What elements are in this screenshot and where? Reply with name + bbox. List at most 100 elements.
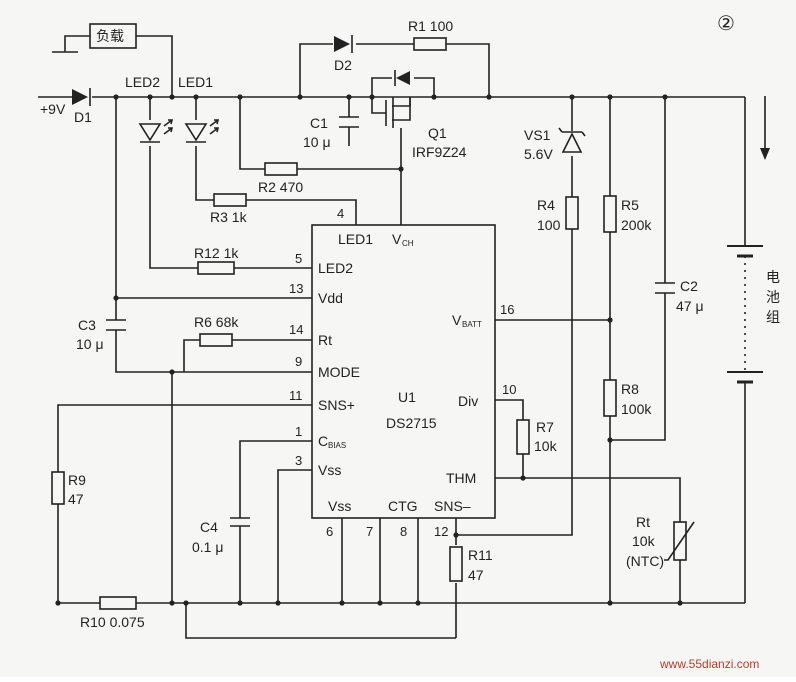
- battery-label-1: 电: [766, 269, 780, 285]
- pin-num-vdd: 13: [289, 281, 303, 296]
- rt-ref-label: Rt: [636, 514, 650, 530]
- resistor-r10: [99, 596, 137, 610]
- r4-val-label: 100: [537, 217, 561, 233]
- pin-num-led2: 5: [295, 251, 302, 266]
- pin-cbias-sub: BIAS: [328, 441, 346, 450]
- pin-num-vbatt: 16: [500, 302, 514, 317]
- resistor-r3: [213, 193, 247, 207]
- pin-vch: V: [392, 231, 402, 247]
- r7-val-label: 10k: [534, 438, 558, 454]
- ic-ref-label: U1: [398, 389, 416, 405]
- capacitor-c1: [339, 116, 359, 128]
- resistor-r2: [264, 162, 298, 176]
- pin-num-led1: 4: [337, 206, 344, 221]
- r5-ref-label: R5: [621, 197, 639, 213]
- pin-sns-plus: SNS+: [318, 397, 355, 413]
- c2-ref-label: C2: [680, 278, 698, 294]
- diode-d2: [334, 35, 353, 53]
- figure-number: ②: [717, 13, 735, 35]
- r6-label: R6 68k: [194, 314, 239, 330]
- pin-vbatt: V: [452, 312, 462, 328]
- pin-vdd: Vdd: [318, 290, 343, 306]
- pin-cbias: C: [318, 433, 328, 449]
- resistor-r1: [413, 37, 447, 51]
- pin-num-sns-minus: 8: [400, 524, 407, 539]
- pin-num-sns-plus: 11: [289, 388, 303, 403]
- wires: [38, 35, 746, 639]
- pin-ctg: CTG: [388, 498, 418, 514]
- c3-val-label: 10 μ: [76, 336, 104, 352]
- led2-label: LED2: [125, 74, 160, 90]
- resistor-r5: [603, 195, 617, 233]
- led1-label: LED1: [178, 74, 213, 90]
- pin-led1: LED1: [338, 231, 373, 247]
- r12-label: R12 1k: [194, 245, 239, 261]
- pin-thm: THM: [446, 470, 476, 486]
- r9-val-label: 47: [68, 491, 84, 507]
- supply-label: +9V: [40, 101, 66, 117]
- pin-num-mode: 9: [295, 354, 302, 369]
- pin-vss: Vss: [318, 462, 341, 478]
- pin-vss-b: Vss: [328, 498, 351, 514]
- d2-label: D2: [334, 57, 352, 73]
- vs1-val-label: 5.6V: [524, 146, 553, 162]
- capacitor-c2: [655, 282, 675, 294]
- battery-label-2: 池: [766, 289, 780, 305]
- vs1-ref-label: VS1: [524, 127, 551, 143]
- ic-part-label: DS2715: [386, 415, 437, 431]
- r10-label: R10 0.075: [80, 614, 145, 630]
- watermark: www.55dianzi.com: [659, 657, 759, 671]
- d1-label: D1: [74, 109, 92, 125]
- battery-pack: [727, 245, 763, 384]
- ic-u1: [311, 224, 496, 519]
- load-box: [89, 23, 137, 49]
- pin-vch-sub: CH: [402, 239, 414, 248]
- current-arrow-icon: [760, 96, 770, 160]
- pin-sns-minus: SNS–: [434, 498, 471, 514]
- c4-val-label: 0.1 μ: [192, 539, 223, 555]
- r4-ref-label: R4: [537, 197, 555, 213]
- r8-val-label: 100k: [621, 401, 652, 417]
- pin-num-cbias: 1: [295, 424, 302, 439]
- resistor-r12: [197, 261, 235, 275]
- battery-label-3: 组: [766, 309, 780, 325]
- pin-num-rt: 14: [289, 322, 303, 337]
- r3-label: R3 1k: [210, 209, 248, 225]
- pin-div: Div: [458, 393, 478, 409]
- r11-ref-label: R11: [468, 547, 493, 563]
- r7-ref-label: R7: [536, 419, 554, 435]
- r9-ref-label: R9: [68, 472, 86, 488]
- pin-led2: LED2: [318, 260, 353, 276]
- r1-label: R1 100: [408, 18, 453, 34]
- pin-num-vss: 3: [295, 453, 302, 468]
- resistor-r4: [565, 196, 579, 230]
- rt-val-label: 10k: [632, 533, 656, 549]
- pin-num-vss-b: 6: [326, 524, 333, 539]
- c4-ref-label: C4: [200, 519, 218, 535]
- r11-val-label: 47: [468, 567, 484, 583]
- c2-val-label: 47 μ: [676, 298, 704, 314]
- pin-mode: MODE: [318, 364, 360, 380]
- resistor-r11: [449, 546, 463, 582]
- resistor-r7: [516, 419, 530, 455]
- c3-ref-label: C3: [78, 317, 96, 333]
- diode-d1: [72, 88, 91, 106]
- c1-val-label: 10 μ: [303, 134, 331, 150]
- load-label: 负载: [96, 28, 124, 44]
- pin-num-ctg: 7: [366, 524, 373, 539]
- q1-part-label: IRF9Z24: [412, 144, 467, 160]
- r8-ref-label: R8: [621, 381, 639, 397]
- r5-val-label: 200k: [621, 217, 652, 233]
- zener-vs1: [558, 127, 586, 153]
- c1-ref-label: C1: [310, 115, 328, 131]
- r2-label: R2 470: [258, 179, 303, 195]
- junction-dots: [55, 94, 683, 606]
- q1-body-diode: [394, 70, 410, 86]
- pin-num-sns-minus-r: 12: [434, 524, 448, 539]
- led2-icon: [138, 119, 174, 143]
- pin-num-div: 10: [502, 382, 516, 397]
- resistor-r8: [603, 379, 617, 417]
- capacitor-c3: [106, 319, 126, 331]
